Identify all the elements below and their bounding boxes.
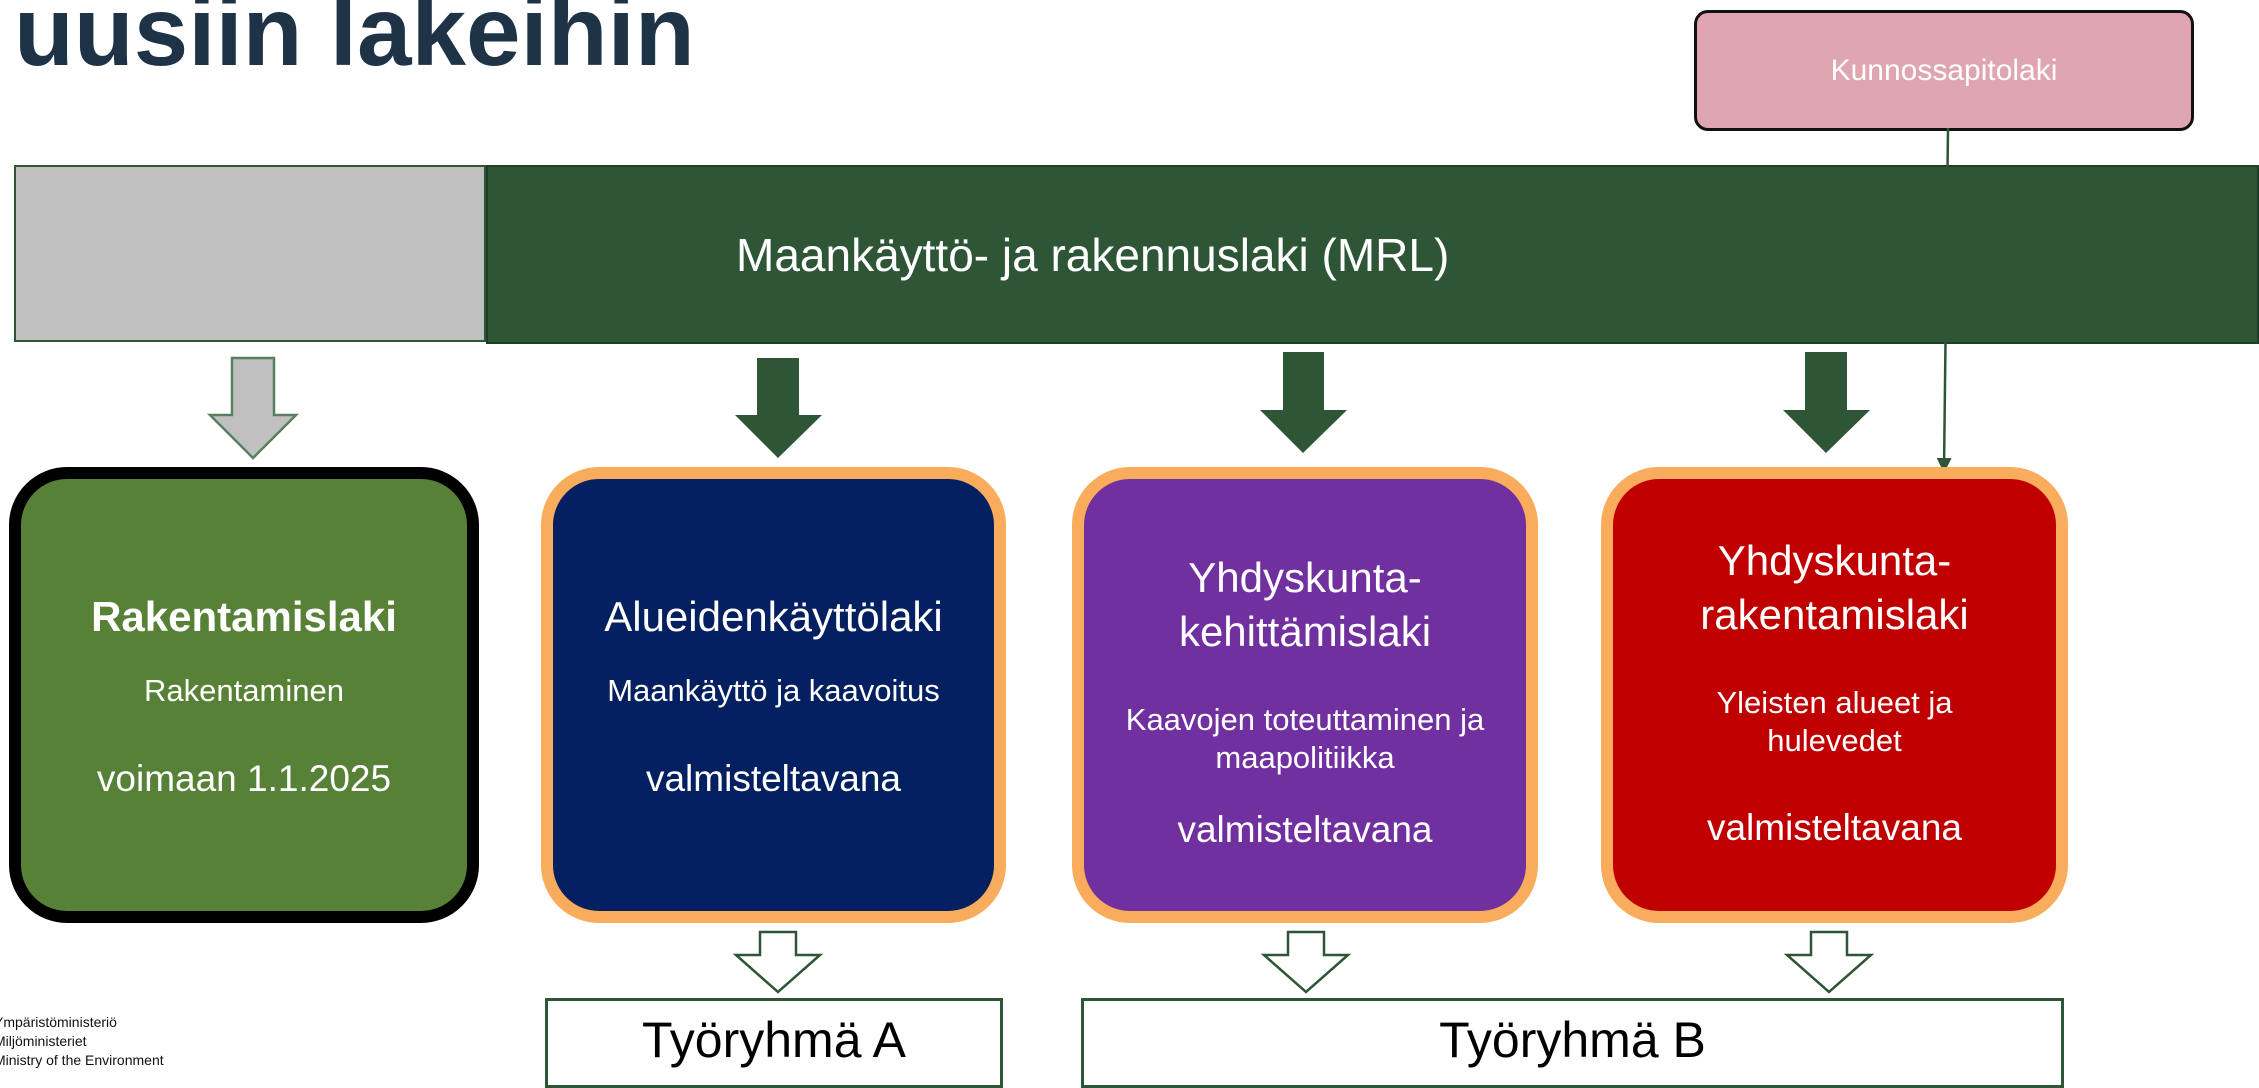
down-arrow-green-1 (735, 358, 822, 458)
tyoryhma-a-label: Työryhmä A (642, 1012, 906, 1068)
kunnossapitolaki-connector (1936, 127, 1952, 473)
down-arrow-gray (206, 356, 300, 460)
tyoryhma-b-box: Työryhmä B (1081, 998, 2064, 1088)
card-title: Rakentamislaki (91, 593, 397, 640)
card-title-line2: kehittämislaki (1178, 608, 1432, 655)
card-yhdyskuntarakentamislaki: Yhdyskunta- rakentamislaki Yleisten alue… (1601, 467, 2068, 923)
card-alueidenkayttolaki: Alueidenkäyttölaki Maankäyttö ja kaavoit… (541, 467, 1006, 923)
card-subtitle-line2: maapolitiikka (1215, 740, 1395, 775)
mrl-label: Maankäyttö- ja rakennuslaki (MRL) (736, 229, 1450, 281)
card-subtitle-line2: hulevedet (1767, 723, 1902, 758)
kunnossapitolaki-label: Kunnossapitolaki (1830, 53, 2058, 87)
card-title-line2: rakentamislaki (1700, 591, 1969, 638)
logo-line-sv: Miljöministeriet (0, 1033, 87, 1049)
card-yhdyskuntakehittamislaki: Yhdyskunta- kehittämislaki Kaavojen tote… (1072, 467, 1538, 923)
card-status: valmisteltavana (1177, 809, 1433, 850)
logo-line-en: Ministry of the Environment (0, 1052, 164, 1068)
card-subtitle-line1: Kaavojen toteuttaminen ja (1125, 702, 1485, 737)
tyoryhma-b-label: Työryhmä B (1439, 1012, 1706, 1068)
mrl-band (486, 165, 2259, 344)
card-subtitle: Rakentaminen (144, 672, 344, 708)
card-subtitle-line1: Yleisten alueet ja (1716, 685, 1953, 720)
kunnossapitolaki-box: Kunnossapitolaki (1694, 10, 2194, 131)
repealed-segment-band (14, 165, 486, 342)
hollow-arrow-b2 (1783, 930, 1875, 994)
down-arrow-green-2 (1260, 352, 1347, 453)
card-title-line1: Yhdyskunta- (1188, 554, 1422, 601)
card-title-line1: Yhdyskunta- (1717, 537, 1952, 584)
card-subtitle: Maankäyttö ja kaavoitus (607, 672, 940, 708)
hollow-arrow-b1 (1260, 930, 1352, 994)
card-status: voimaan 1.1.2025 (96, 758, 392, 800)
ministry-logo: Ympäristöministeriö Miljöministeriet Min… (0, 1013, 164, 1070)
tyoryhma-a-box: Työryhmä A (545, 998, 1003, 1088)
card-title: Alueidenkäyttölaki (604, 593, 943, 640)
logo-line-fi: Ympäristöministeriö (0, 1014, 117, 1030)
card-status: valmisteltavana (645, 758, 901, 800)
page-title: uusiin lakeihin (14, 0, 695, 86)
hollow-arrow-a (732, 930, 824, 994)
down-arrow-green-3 (1783, 352, 1870, 453)
card-rakentamislaki: Rakentamislaki Rakentaminen voimaan 1.1.… (9, 467, 479, 923)
card-status: valmisteltavana (1706, 807, 1962, 848)
